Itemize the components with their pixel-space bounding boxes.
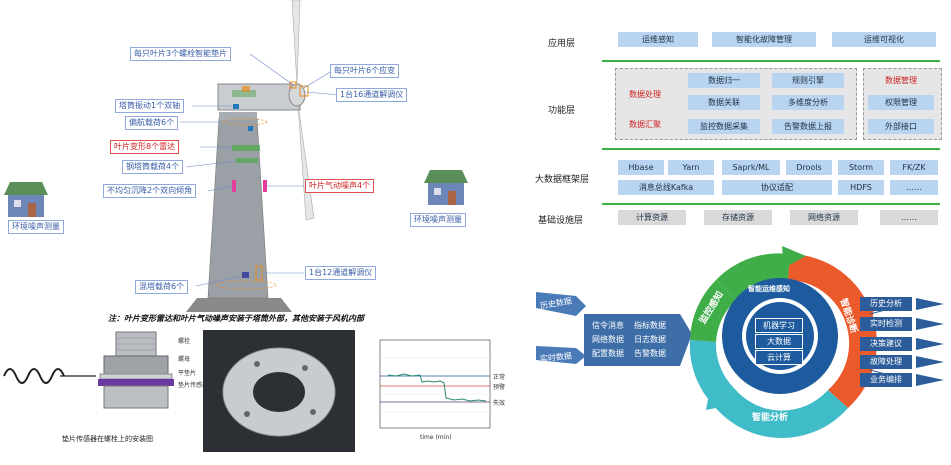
bd-item-1: Yarn: [668, 160, 714, 175]
data-item-4: 配置数据: [592, 349, 624, 358]
divider-3: [602, 203, 940, 205]
label-env-noise-right: 环境噪声测量: [410, 213, 466, 227]
label-tilt: 不均匀沉降2个双向倾角: [103, 184, 197, 198]
core-ml: 机器学习: [755, 318, 803, 333]
sensor-plot: [379, 339, 491, 429]
data-item-0: 信令消息: [592, 321, 624, 330]
core-cloud: 云计算: [755, 350, 803, 365]
plot-legend-fail: 失效: [493, 400, 506, 407]
plot-xlabel: time (min): [420, 434, 452, 441]
label-blade-deform: 叶片变形8个雷达: [110, 140, 180, 154]
output-1: 实时检测: [860, 317, 912, 331]
core-bigdata: 大数据: [755, 334, 803, 349]
bd-item-2: Saprk/ML: [722, 160, 780, 175]
app-item-0: 运维感知: [618, 32, 698, 47]
label-blade-strain: 每只叶片6个应变: [330, 64, 400, 78]
func-mid-4: 监控数据采集: [688, 119, 760, 134]
bd-item-6: 消息总线Kafka: [618, 180, 714, 195]
bolt-photo: [3, 331, 174, 409]
data-item-2: 网络数据: [592, 335, 624, 344]
output-0: 历史分析: [860, 297, 912, 311]
label-demod12: 1台12通道解调仪: [305, 266, 377, 280]
output-3: 故障处理: [860, 355, 912, 369]
label-steel-load: 钢塔筒载荷4个: [122, 160, 184, 174]
app-item-1: 智能化故障管理: [712, 32, 816, 47]
func-red-1: 数据汇聚: [629, 120, 661, 129]
turbine-note: 注：叶片变形雷达和叶片气动噪声安装于塔筒外部，其他安装于风机内部: [108, 314, 364, 323]
label-blade-bolts: 每只叶片3个螺栓智能垫片: [130, 47, 232, 61]
plot-ylabel: 传感器读数: [349, 344, 355, 370]
bd-item-9: ……: [890, 180, 938, 195]
segment-analysis: 智能分析: [752, 413, 789, 423]
func-mid-3: 多维度分析: [772, 95, 844, 110]
bd-item-7: 协议适配: [722, 180, 832, 195]
bolt-part-2: 平垫片: [178, 370, 197, 377]
label-aero-noise: 叶片气动噪声4个: [305, 179, 375, 193]
label-env-noise-left: 环境噪声测量: [8, 220, 64, 234]
func-right-0: 权限管理: [868, 95, 934, 110]
output-4: 业务编排: [860, 373, 912, 387]
plot-legend-normal: 正常: [493, 374, 506, 381]
infra-item-2: 网络资源: [790, 210, 858, 225]
bd-item-8: HDFS: [838, 180, 884, 195]
layer-app-label: 应用层: [548, 39, 576, 49]
label-tower-acc: 塔筒振动1个双轴: [115, 99, 185, 113]
infra-item-0: 计算资源: [618, 210, 686, 225]
bd-item-0: Hbase: [618, 160, 664, 175]
app-item-2: 运维可视化: [832, 32, 936, 47]
bolt-part-1: 螺母: [178, 356, 191, 363]
photo-caption: 垫片传感器在螺栓上的安装图: [62, 435, 153, 443]
layer-func-label: 功能层: [548, 106, 576, 116]
label-demod16: 1台16通道解调仪: [336, 88, 408, 102]
func-red-0: 数据处理: [629, 90, 661, 99]
infra-item-1: 存储资源: [704, 210, 772, 225]
segment-smart-ops: 智能运维感知: [748, 285, 790, 293]
data-item-3: 日志数据: [634, 335, 666, 344]
layer-bigdata-label: 大数据框架层: [535, 175, 590, 185]
func-mid-2: 数据关联: [688, 95, 760, 110]
func-mid-0: 数据归一: [688, 73, 760, 88]
turbine-svg: [4, 0, 468, 312]
func-mid-1: 规则引擎: [772, 73, 844, 88]
func-right-1: 外部接口: [868, 119, 934, 134]
ring-sensor-photo: [203, 330, 355, 452]
divider-1: [602, 60, 940, 62]
bd-item-4: Storm: [838, 160, 884, 175]
bd-item-5: FK/ZK: [890, 160, 938, 175]
layer-infra-label: 基础设施层: [538, 216, 584, 226]
house-icon-right: [424, 170, 468, 205]
bd-item-3: Drools: [786, 160, 832, 175]
divider-2: [602, 148, 940, 150]
func-right-red: 数据管理: [885, 76, 917, 85]
bolt-part-0: 螺栓: [178, 338, 191, 345]
house-icon-left: [4, 182, 48, 217]
label-yaw-load: 偏航载荷6个: [125, 116, 179, 130]
plot-legend-warn: 预警: [493, 384, 506, 391]
output-2: 决策建议: [860, 337, 912, 351]
sensor-mark: [233, 104, 239, 109]
infra-item-3: ……: [880, 210, 938, 225]
data-item-5: 告警数据: [634, 349, 666, 358]
label-concrete-load: 混塔载荷6个: [135, 280, 189, 294]
data-item-1: 指标数据: [634, 321, 666, 330]
bolt-part-3: 垫片传感器: [178, 382, 209, 389]
func-mid-5: 告警数据上报: [772, 119, 844, 134]
